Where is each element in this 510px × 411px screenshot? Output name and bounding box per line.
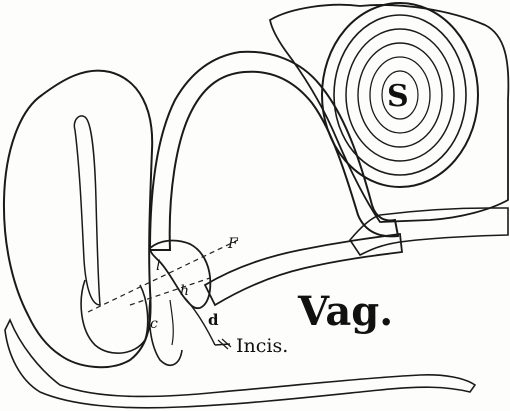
label-rectum-s: S [387, 79, 409, 114]
label-incision: Incis. [236, 335, 288, 357]
rectovaginal-septum [350, 208, 508, 255]
label-h: h [180, 283, 189, 299]
label-f: F [227, 236, 239, 252]
incision-instrument [170, 298, 231, 349]
label-d: d [208, 311, 219, 329]
label-l: l [156, 258, 160, 274]
left-tissue-mass [4, 71, 152, 368]
rectum-structure: S [270, 3, 508, 222]
label-vagina: Vag. [297, 288, 393, 335]
label-c: c [150, 316, 158, 332]
arched-wall [150, 52, 398, 250]
